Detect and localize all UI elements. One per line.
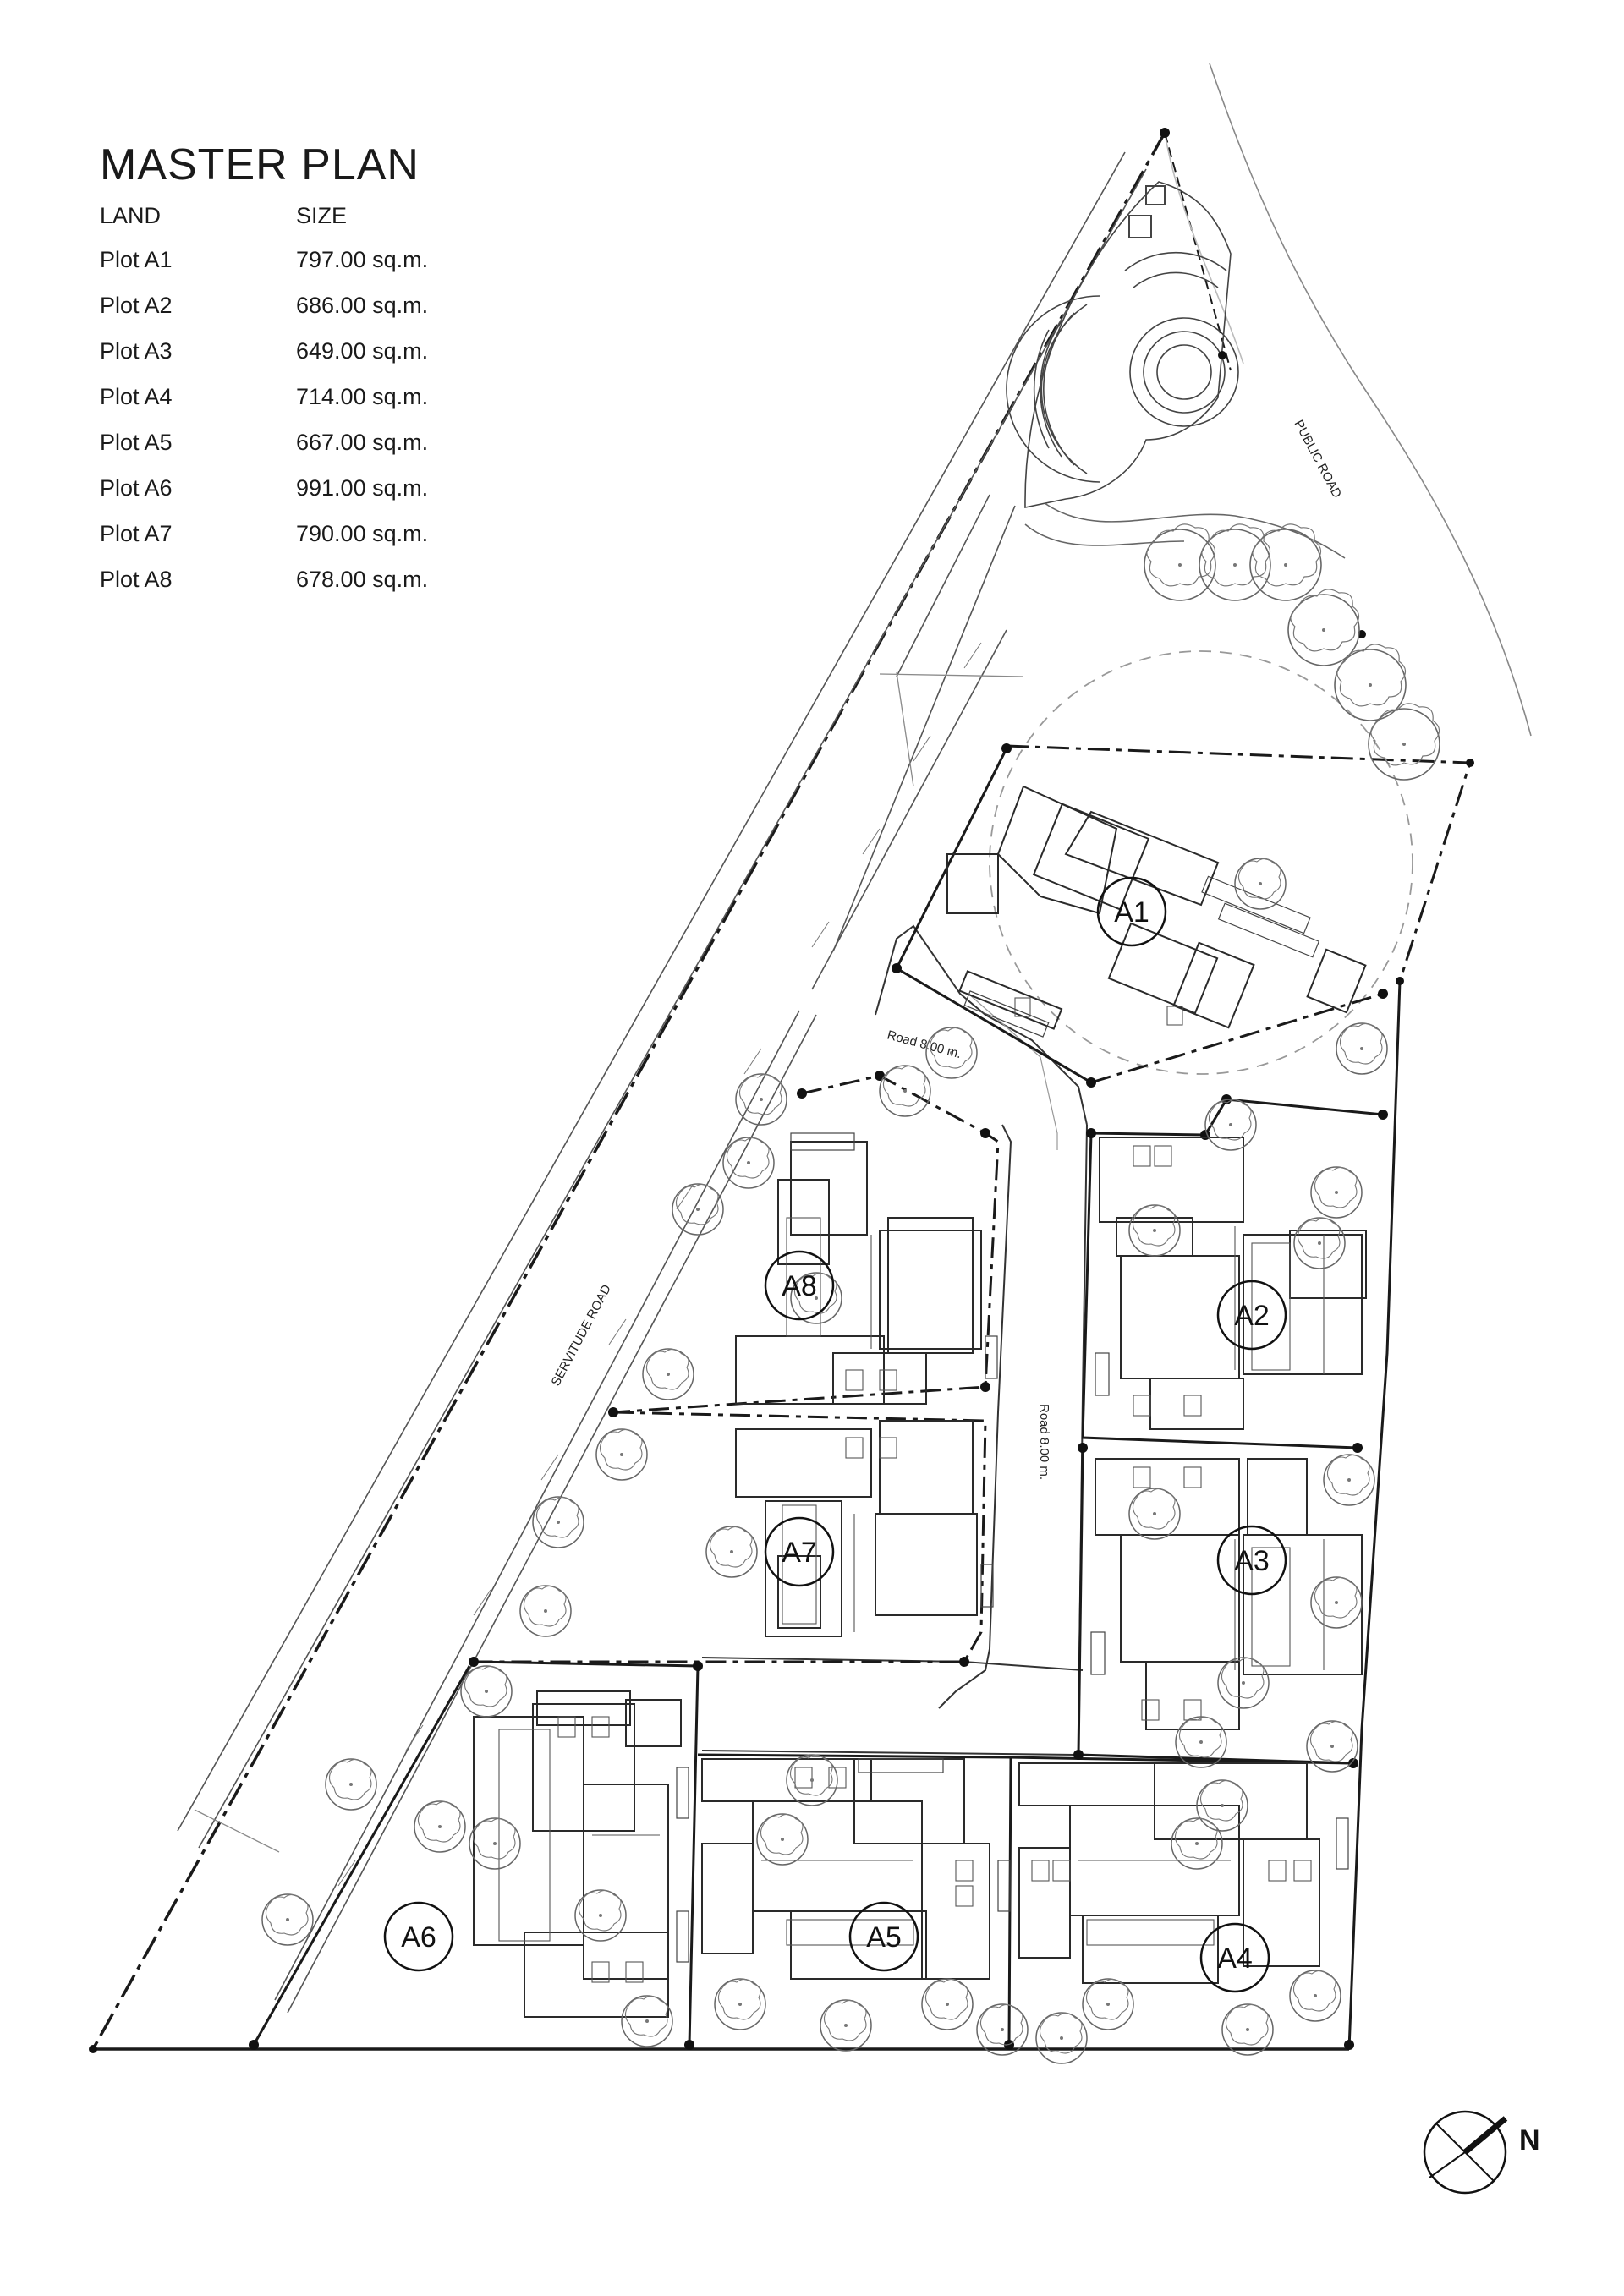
column-header-land: LAND bbox=[100, 203, 162, 228]
plot-name: Plot A4 bbox=[100, 384, 173, 409]
plot-size: 678.00 sq.m. bbox=[296, 567, 429, 592]
north-label: N bbox=[1519, 2124, 1540, 2156]
north-arrow: N bbox=[1423, 2110, 1540, 2195]
plot-label-a5: A5 bbox=[866, 1921, 902, 1954]
building-footprints bbox=[473, 785, 1367, 2018]
servitude-road-lines bbox=[177, 151, 1147, 2014]
plot-name: Plot A6 bbox=[100, 475, 173, 501]
servitude-road-label: SERVITUDE ROAD bbox=[549, 1282, 615, 1389]
boundary-nodes bbox=[89, 128, 1474, 2053]
plot-label-a2: A2 bbox=[1234, 1300, 1270, 1332]
plot-label-a7: A7 bbox=[782, 1537, 817, 1569]
plot-labels bbox=[383, 876, 1287, 1993]
plot-label-a3: A3 bbox=[1234, 1545, 1270, 1577]
plot-label-a4: A4 bbox=[1217, 1943, 1253, 1975]
public-road-label: PUBLIC ROAD bbox=[1291, 418, 1344, 501]
plot-label-a1: A1 bbox=[1114, 896, 1149, 929]
plot-size: 667.00 sq.m. bbox=[296, 430, 429, 455]
plot-size: 649.00 sq.m. bbox=[296, 338, 429, 364]
plot-marker-a4 bbox=[1199, 1922, 1270, 1993]
plot-name: Plot A7 bbox=[100, 521, 173, 546]
plot-name: Plot A1 bbox=[100, 247, 173, 272]
plot-marker-a1 bbox=[1096, 876, 1167, 947]
plot-marker-a2 bbox=[1216, 1280, 1287, 1351]
public-road bbox=[1164, 63, 1532, 737]
plot-size: 686.00 sq.m. bbox=[296, 293, 429, 318]
servitude-road-hatching bbox=[337, 642, 982, 1887]
road-label-upper: Road 8.00 m. bbox=[886, 1027, 963, 1061]
plot-size: 714.00 sq.m. bbox=[296, 384, 429, 409]
plot-size: 991.00 sq.m. bbox=[296, 475, 429, 501]
plot-label-a6: A6 bbox=[401, 1921, 436, 1954]
column-header-size: SIZE bbox=[296, 203, 348, 228]
plot-marker-a3 bbox=[1216, 1525, 1287, 1596]
plot-size: 790.00 sq.m. bbox=[296, 521, 429, 546]
plot-name: Plot A3 bbox=[100, 338, 173, 364]
road-verge-lines bbox=[194, 671, 1024, 1853]
road-label-vertical: Road 8.00 m. bbox=[1037, 1404, 1051, 1480]
deck-strips bbox=[676, 875, 1349, 1963]
plot-marker-a5 bbox=[848, 1901, 919, 1972]
dashed-circle bbox=[989, 650, 1413, 1075]
plot-label-a8: A8 bbox=[782, 1270, 817, 1302]
plot-marker-a6 bbox=[383, 1901, 454, 1972]
plot-marker-a7 bbox=[764, 1516, 835, 1587]
page-title: MASTER PLAN bbox=[100, 140, 420, 189]
plot-size: 797.00 sq.m. bbox=[296, 247, 429, 272]
plot-marker-a8 bbox=[764, 1250, 835, 1321]
north-pointer-icon bbox=[1462, 2116, 1508, 2155]
plot-name: Plot A2 bbox=[100, 293, 173, 318]
plot-name: Plot A8 bbox=[100, 567, 173, 592]
spiral-garden bbox=[1006, 181, 1346, 559]
plot-name: Plot A5 bbox=[100, 430, 173, 455]
interior-details bbox=[498, 997, 1325, 1983]
compass-icon bbox=[1423, 2110, 1507, 2195]
